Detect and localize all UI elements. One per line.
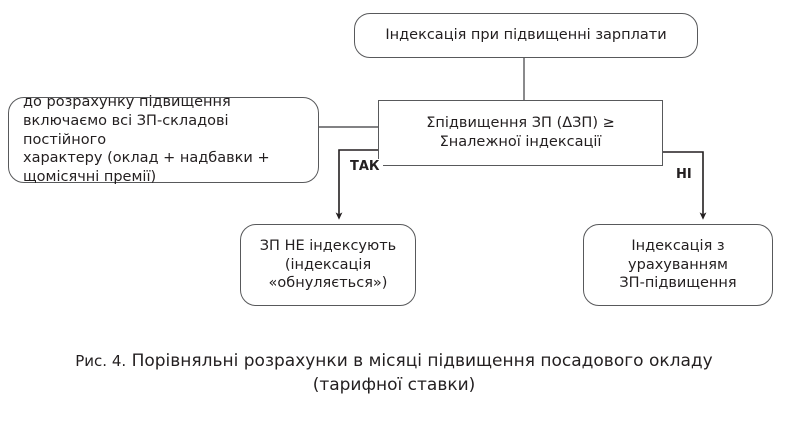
node-left-line-2: включаємо всі ЗП-складові постійного xyxy=(23,112,229,148)
node-yes-text: ЗП НЕ індексують (індексація «обнуляєтьс… xyxy=(260,237,396,294)
node-no-text: Індексація з урахуванням ЗП-підвищення xyxy=(619,237,736,294)
node-no-line-2: урахуванням xyxy=(628,256,728,273)
node-decision-line-2: Σналежної індексації xyxy=(439,134,602,150)
node-left-text: до розрахунку підвищення включаємо всі З… xyxy=(23,93,306,187)
node-left-line-3: характеру (оклад + надбавки + xyxy=(23,150,270,167)
node-no-line-1: Індексація з xyxy=(631,237,725,254)
branch-label-yes: ТАК xyxy=(347,159,383,174)
branch-label-no: НІ xyxy=(673,167,695,182)
node-left-line-4: щомісячні премії) xyxy=(23,169,157,186)
node-yes-line-3: «обнуляється») xyxy=(268,275,388,292)
node-yes-line-1: ЗП НЕ індексують xyxy=(259,237,397,254)
node-top-label: Індексація при підвищенні зарплати xyxy=(385,27,667,44)
node-decision-comparison: Σпідвищення ЗП (ΔЗП) ≥ Σналежної індекса… xyxy=(378,100,663,166)
node-decision-line-1: Σпідвищення ЗП (ΔЗП) ≥ xyxy=(426,115,615,132)
node-outcome-no-indexation: ЗП НЕ індексують (індексація «обнуляєтьс… xyxy=(240,224,416,306)
node-calculation-note: до розрахунку підвищення включаємо всі З… xyxy=(8,94,319,185)
figure-caption-line-2: (тарифної ставки) xyxy=(312,375,476,396)
node-left-line-1: до розрахунку підвищення xyxy=(23,93,231,110)
node-yes-line-2: (індексація xyxy=(284,256,372,273)
figure-number: Рис. 4. xyxy=(75,352,127,370)
node-decision-text: Σпідвищення ЗП (ΔЗП) ≥ Σналежної індекса… xyxy=(426,114,615,152)
connector-no-branch xyxy=(663,151,707,220)
figure-caption-line-1: Порівняльні розрахунки в місяці підвищен… xyxy=(131,351,713,371)
figure-caption: Рис. 4. Порівняльні розрахунки в місяці … xyxy=(0,349,788,397)
node-no-line-3: ЗП-підвищення xyxy=(619,275,737,292)
node-indexation-on-salary-increase: Індексація при підвищенні зарплати xyxy=(354,13,698,58)
node-outcome-indexation-applied: Індексація з урахуванням ЗП-підвищення xyxy=(583,224,773,306)
